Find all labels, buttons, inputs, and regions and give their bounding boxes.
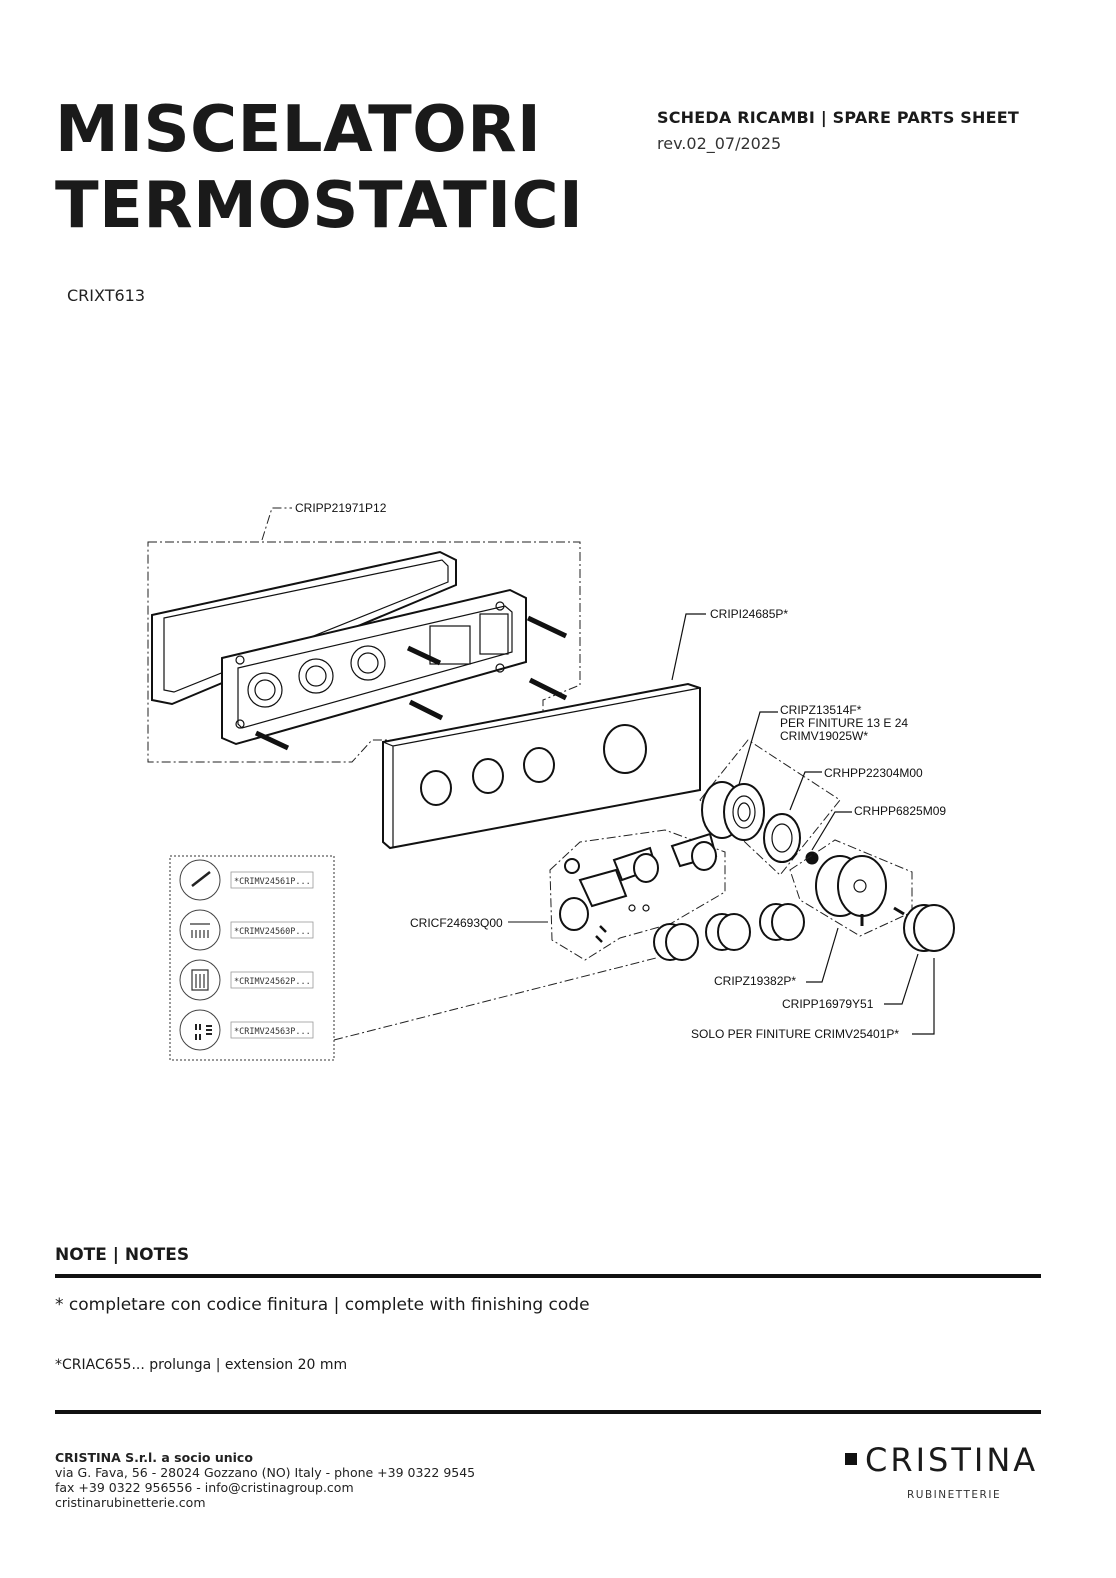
label-cartridge-3: CRIMV19025W* xyxy=(780,729,868,743)
body-jets-icon xyxy=(195,1024,212,1040)
cap-group xyxy=(789,839,955,952)
company-contact: fax +39 0322 956556 - info@cristinagroup… xyxy=(55,1480,354,1495)
label-plate: CRIPI24685P* xyxy=(710,607,788,621)
notes-title: NOTE | NOTES xyxy=(55,1245,190,1265)
selector-row-3: *CRIMV24562P... xyxy=(179,959,314,1001)
logo-subtitle: RUBINETTERIE xyxy=(907,1489,1002,1501)
selector-code-1: *CRIMV24561P... xyxy=(234,877,311,887)
label-cap: CRIPP16979Y51 xyxy=(782,997,874,1011)
logo-wordmark: CRISTINA xyxy=(865,1441,1039,1479)
knobs-group xyxy=(653,903,935,1035)
diverter-group xyxy=(508,829,726,961)
selector-row-1: *CRIMV24561P... xyxy=(179,859,314,901)
cover-plate xyxy=(382,613,706,850)
company-address: via G. Fava, 56 - 28024 Gozzano (NO) Ita… xyxy=(55,1465,476,1480)
selector-row-4: *CRIMV24563P... xyxy=(179,1009,314,1051)
label-knobs: CRIPZ19382P* xyxy=(714,974,796,988)
label-finish-only: SOLO PER FINITURE CRIMV25401P* xyxy=(691,1027,899,1041)
selector-code-3: *CRIMV24562P... xyxy=(234,977,311,987)
overhead-shower-icon xyxy=(190,923,210,938)
frame-group xyxy=(147,507,581,763)
selector-code-2: *CRIMV24560P... xyxy=(234,927,311,937)
label-ring: CRHPP22304M00 xyxy=(824,766,923,780)
label-frame: CRIPP21971P12 xyxy=(295,501,387,515)
sheet-label: SCHEDA RICAMBI | SPARE PARTS SHEET xyxy=(657,108,1019,127)
notes-divider-bottom xyxy=(55,1410,1041,1414)
page-title-line-1: MISCELATORI xyxy=(55,93,542,167)
company-name: CRISTINA S.r.l. a socio unico xyxy=(55,1450,253,1465)
page-title: MISCELATORI TERMOSTATICI xyxy=(55,92,583,244)
notes-divider-top xyxy=(55,1274,1041,1278)
product-code: CRIXT613 xyxy=(67,286,145,305)
waterfall-shower-icon xyxy=(191,969,209,991)
label-diverter: CRICF24693Q00 xyxy=(410,916,503,930)
revision-text: rev.02_07/2025 xyxy=(657,134,782,153)
note-finishing-code: * completare con codice finitura | compl… xyxy=(55,1295,590,1315)
label-cartridge-2: PER FINITURE 13 E 24 xyxy=(780,716,908,730)
company-website: cristinarubinetterie.com xyxy=(55,1495,206,1510)
label-cartridge-1: CRIPZ13514F* xyxy=(780,703,862,717)
logo-square-icon xyxy=(845,1453,857,1465)
hand-shower-icon xyxy=(191,871,211,887)
selector-code-4: *CRIMV24563P... xyxy=(234,1027,311,1037)
label-oring: CRHPP6825M09 xyxy=(854,804,946,818)
page-title-line-2: TERMOSTATICI xyxy=(55,169,584,243)
selector-table: *CRIMV24561P... *CRIMV24560P... *CRIMV24… xyxy=(169,855,657,1061)
note-extension: *CRIAC655... prolunga | extension 20 mm xyxy=(55,1357,348,1373)
cartridge-group xyxy=(699,711,852,876)
company-info: CRISTINA S.r.l. a socio unico via G. Fav… xyxy=(55,1450,475,1510)
selector-row-2: *CRIMV24560P... xyxy=(179,909,314,951)
